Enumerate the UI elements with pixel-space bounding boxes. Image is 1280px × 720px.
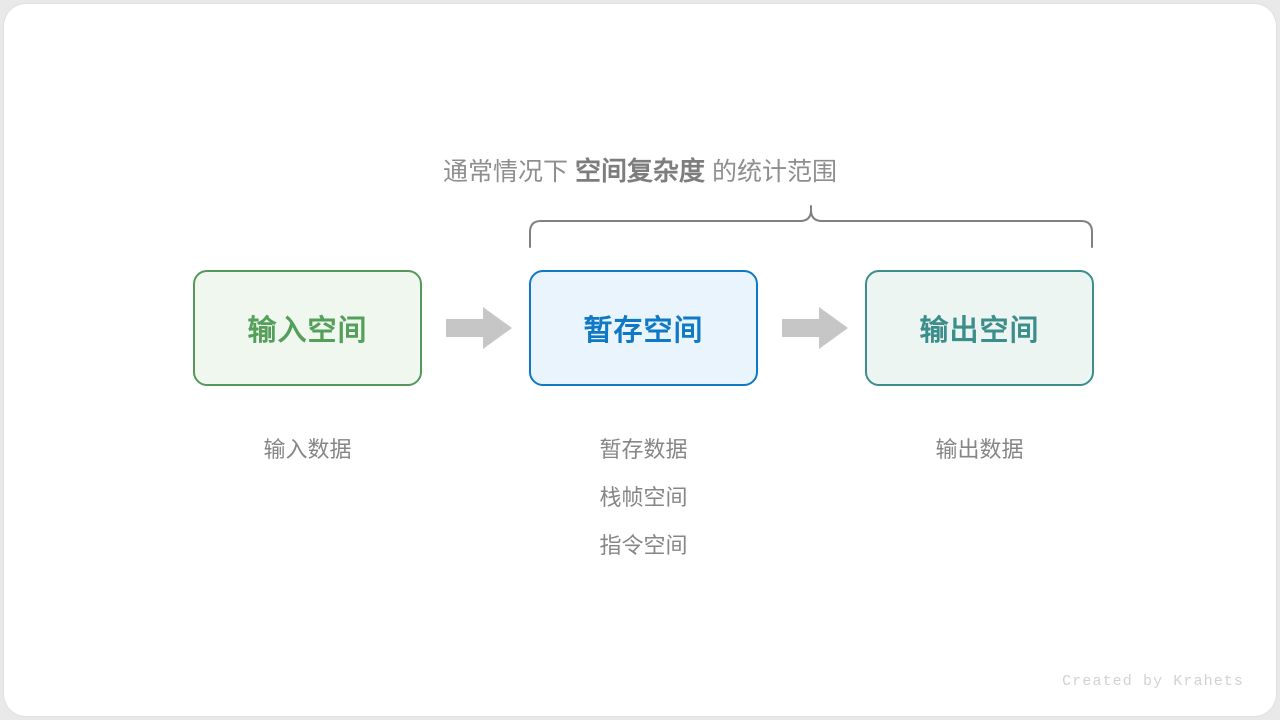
caption-line: 指令空间 bbox=[599, 533, 688, 558]
space-box-output-label: 输出空间 bbox=[919, 315, 1040, 347]
caption-group-output: 输出数据 bbox=[865, 426, 1094, 474]
attribution-footer: Created by Krahets bbox=[1062, 673, 1244, 690]
arrow-right-icon-input-to-buffer bbox=[446, 307, 512, 349]
space-box-input[interactable]: 输入空间 bbox=[193, 270, 422, 386]
arrow-right-icon-buffer-to-output bbox=[782, 307, 848, 349]
curly-brace-icon bbox=[529, 205, 1093, 248]
diagram-heading: 通常情况下空间复杂度的统计范围 bbox=[4, 152, 1276, 191]
heading-prefix: 通常情况下 bbox=[442, 158, 568, 186]
space-box-buffer-label: 暂存空间 bbox=[583, 315, 704, 347]
diagram-canvas: 通常情况下空间复杂度的统计范围 输入空间 暂存空间 输出空间 输入数据 暂存数据… bbox=[4, 4, 1276, 716]
heading-emphasis: 空间复杂度 bbox=[574, 156, 705, 186]
caption-line: 输入数据 bbox=[263, 437, 352, 462]
caption-line: 栈帧空间 bbox=[599, 485, 688, 510]
space-box-input-label: 输入空间 bbox=[247, 315, 368, 347]
heading-suffix: 的统计范围 bbox=[712, 158, 838, 186]
space-box-buffer[interactable]: 暂存空间 bbox=[529, 270, 758, 386]
caption-group-buffer: 暂存数据 栈帧空间 指令空间 bbox=[529, 426, 758, 570]
caption-line: 暂存数据 bbox=[599, 437, 688, 462]
caption-line: 输出数据 bbox=[935, 437, 1024, 462]
caption-group-input: 输入数据 bbox=[193, 426, 422, 474]
space-box-output[interactable]: 输出空间 bbox=[865, 270, 1094, 386]
